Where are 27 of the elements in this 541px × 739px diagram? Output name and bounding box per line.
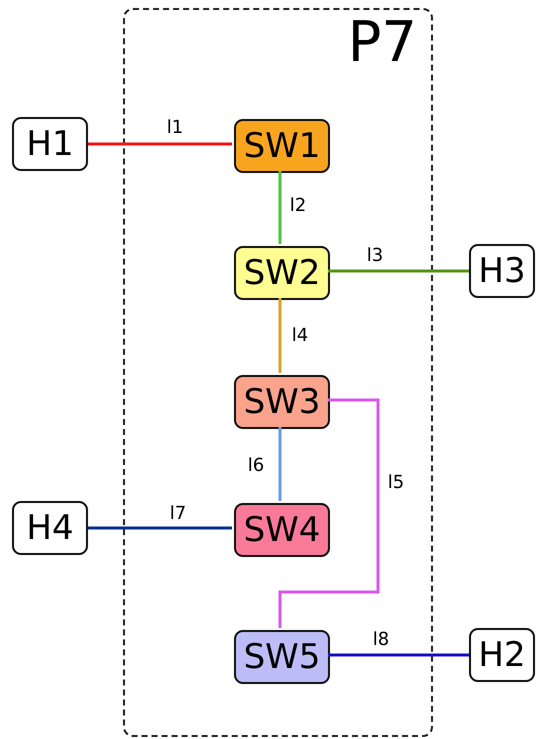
link-line: [328, 270, 469, 272]
host-node: H1: [12, 117, 88, 171]
switch-node: SW3: [234, 375, 330, 429]
edge-label: l4: [292, 327, 308, 345]
link-line: [278, 298, 282, 373]
link-line: [278, 398, 380, 628]
switch-node: SW1: [234, 119, 330, 173]
edge-label: l5: [388, 474, 404, 492]
host-node: H2: [469, 628, 535, 682]
link-line: [88, 142, 232, 146]
edge-label: l2: [290, 197, 306, 215]
group-boundary: [123, 8, 433, 737]
switch-node: SW2: [234, 246, 330, 300]
link-line: [328, 654, 469, 656]
edge-label: l6: [248, 457, 264, 475]
link-line: [278, 171, 282, 244]
edge-label: l7: [170, 505, 186, 523]
host-node: H3: [469, 244, 535, 298]
edge-label: l3: [366, 247, 384, 265]
edge-label: l8: [372, 631, 390, 649]
link-line: [88, 526, 232, 530]
group-label: P7: [348, 12, 417, 74]
switch-node: SW4: [234, 503, 330, 557]
switch-node: SW5: [234, 630, 330, 684]
host-node: H4: [12, 501, 88, 555]
link-line: [278, 427, 282, 501]
edge-label: l1: [166, 119, 184, 137]
